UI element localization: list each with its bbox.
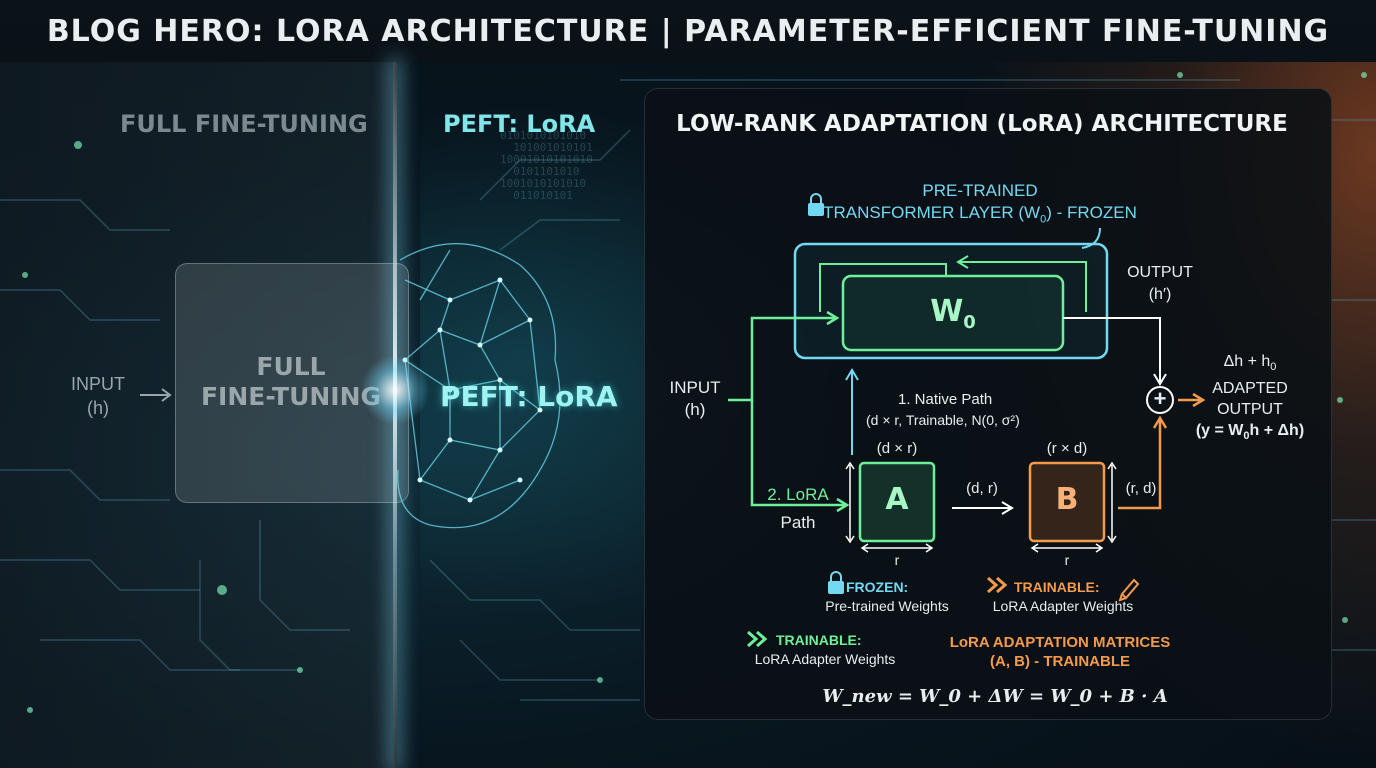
matrix-b-dims: (r × d) bbox=[1046, 440, 1088, 457]
frozen-layer-box bbox=[793, 242, 1109, 360]
b-to-sum-label: (r, d) bbox=[1125, 480, 1157, 497]
peft-brain-label: PEFT: LoRA bbox=[440, 380, 618, 413]
matrix-b-width-marker bbox=[1030, 543, 1104, 553]
matrix-a-height-marker bbox=[845, 461, 855, 544]
lock-icon bbox=[828, 571, 844, 594]
w0-box bbox=[841, 274, 1065, 352]
trainable-legend: TRAINABLE: LoRA Adapter Weights bbox=[992, 579, 1134, 614]
pretrained-line2: TRANSFORMER LAYER (W0) - FROZEN bbox=[823, 203, 1137, 226]
sum-symbol: + bbox=[1153, 386, 1167, 411]
chevrons-icon bbox=[747, 630, 768, 648]
panel-input-label: INPUT (h) bbox=[669, 378, 721, 419]
full-finetuning-section-label: FULL FINE-TUNING bbox=[120, 110, 368, 138]
matrix-a-label: A bbox=[885, 482, 909, 517]
full-finetuning-box-label: FULL FINE-TUNING bbox=[175, 352, 407, 412]
pretrained-line1: PRE-TRAINED bbox=[922, 181, 1038, 200]
left-input-label: INPUT (h) bbox=[58, 372, 138, 420]
pretrained-label: PRE-TRAINED TRANSFORMER LAYER (W0) - FRO… bbox=[800, 180, 1160, 230]
trainable-legend-2: TRAINABLE: LoRA Adapter Weights bbox=[754, 632, 896, 667]
panel-title: LOW-RANK ADAPTATION (LoRA) ARCHITECTURE bbox=[676, 111, 1288, 137]
a-to-b-label: (d, r) bbox=[966, 480, 998, 497]
chevrons-icon bbox=[987, 576, 1008, 594]
matrix-a-dims: (d × r) bbox=[876, 440, 918, 457]
matrices-legend: LoRA ADAPTATION MATRICES (A, B) - TRAINA… bbox=[949, 634, 1171, 670]
frozen-legend: FROZEN: Pre-trained Weights bbox=[825, 579, 949, 614]
output-connector bbox=[1063, 317, 1161, 382]
divider-glow bbox=[360, 355, 430, 425]
matrix-b-height-marker bbox=[1107, 461, 1117, 544]
native-path-label: 1. Native Path (d × r, Trainable, N(0, σ… bbox=[866, 391, 1020, 428]
input-connector bbox=[728, 316, 835, 402]
pencil-icon bbox=[1118, 578, 1140, 602]
w0-label: W0 bbox=[930, 294, 976, 333]
matrix-b-label: B bbox=[1055, 482, 1079, 517]
lock-icon bbox=[808, 193, 824, 216]
left-input-line2: (h) bbox=[87, 398, 109, 418]
peft-section-label: PEFT: LoRA bbox=[443, 110, 596, 138]
matrix-a-rank: r bbox=[894, 552, 900, 568]
lora-path-connector bbox=[750, 400, 845, 507]
frozen-callout-arrow bbox=[1081, 227, 1101, 249]
adapted-output-label: Δh + h0 ADAPTED OUTPUT (y = W0h + Δh) bbox=[1195, 353, 1305, 443]
matrix-b-rank: r bbox=[1064, 552, 1070, 568]
w0-loop-return bbox=[960, 261, 1087, 312]
page-title: BLOG HERO: LORA ARCHITECTURE | PARAMETER… bbox=[0, 0, 1376, 62]
lora-architecture-panel bbox=[644, 88, 1332, 720]
lora-path-label: 2. LoRA Path bbox=[767, 485, 829, 532]
w0-loop-top bbox=[819, 263, 947, 312]
matrix-b-box bbox=[1028, 461, 1106, 543]
left-background bbox=[0, 62, 395, 768]
full-finetuning-line2: FINE-TUNING bbox=[200, 382, 382, 411]
b-to-sum-connector bbox=[1118, 420, 1162, 510]
left-input-line1: INPUT bbox=[71, 374, 125, 394]
binary-pattern: 0101010101010 101001010101 1000101010101… bbox=[500, 129, 593, 202]
matrix-a-box bbox=[858, 461, 936, 543]
full-finetuning-line1: FULL bbox=[256, 352, 326, 381]
lora-formula: W_new = W_0 + ΔW = W_0 + B · A bbox=[822, 686, 1168, 707]
matrix-a-width-marker bbox=[860, 543, 934, 553]
output-label: OUTPUT (h′) bbox=[1127, 264, 1193, 303]
plus-circle-icon bbox=[1146, 386, 1174, 414]
